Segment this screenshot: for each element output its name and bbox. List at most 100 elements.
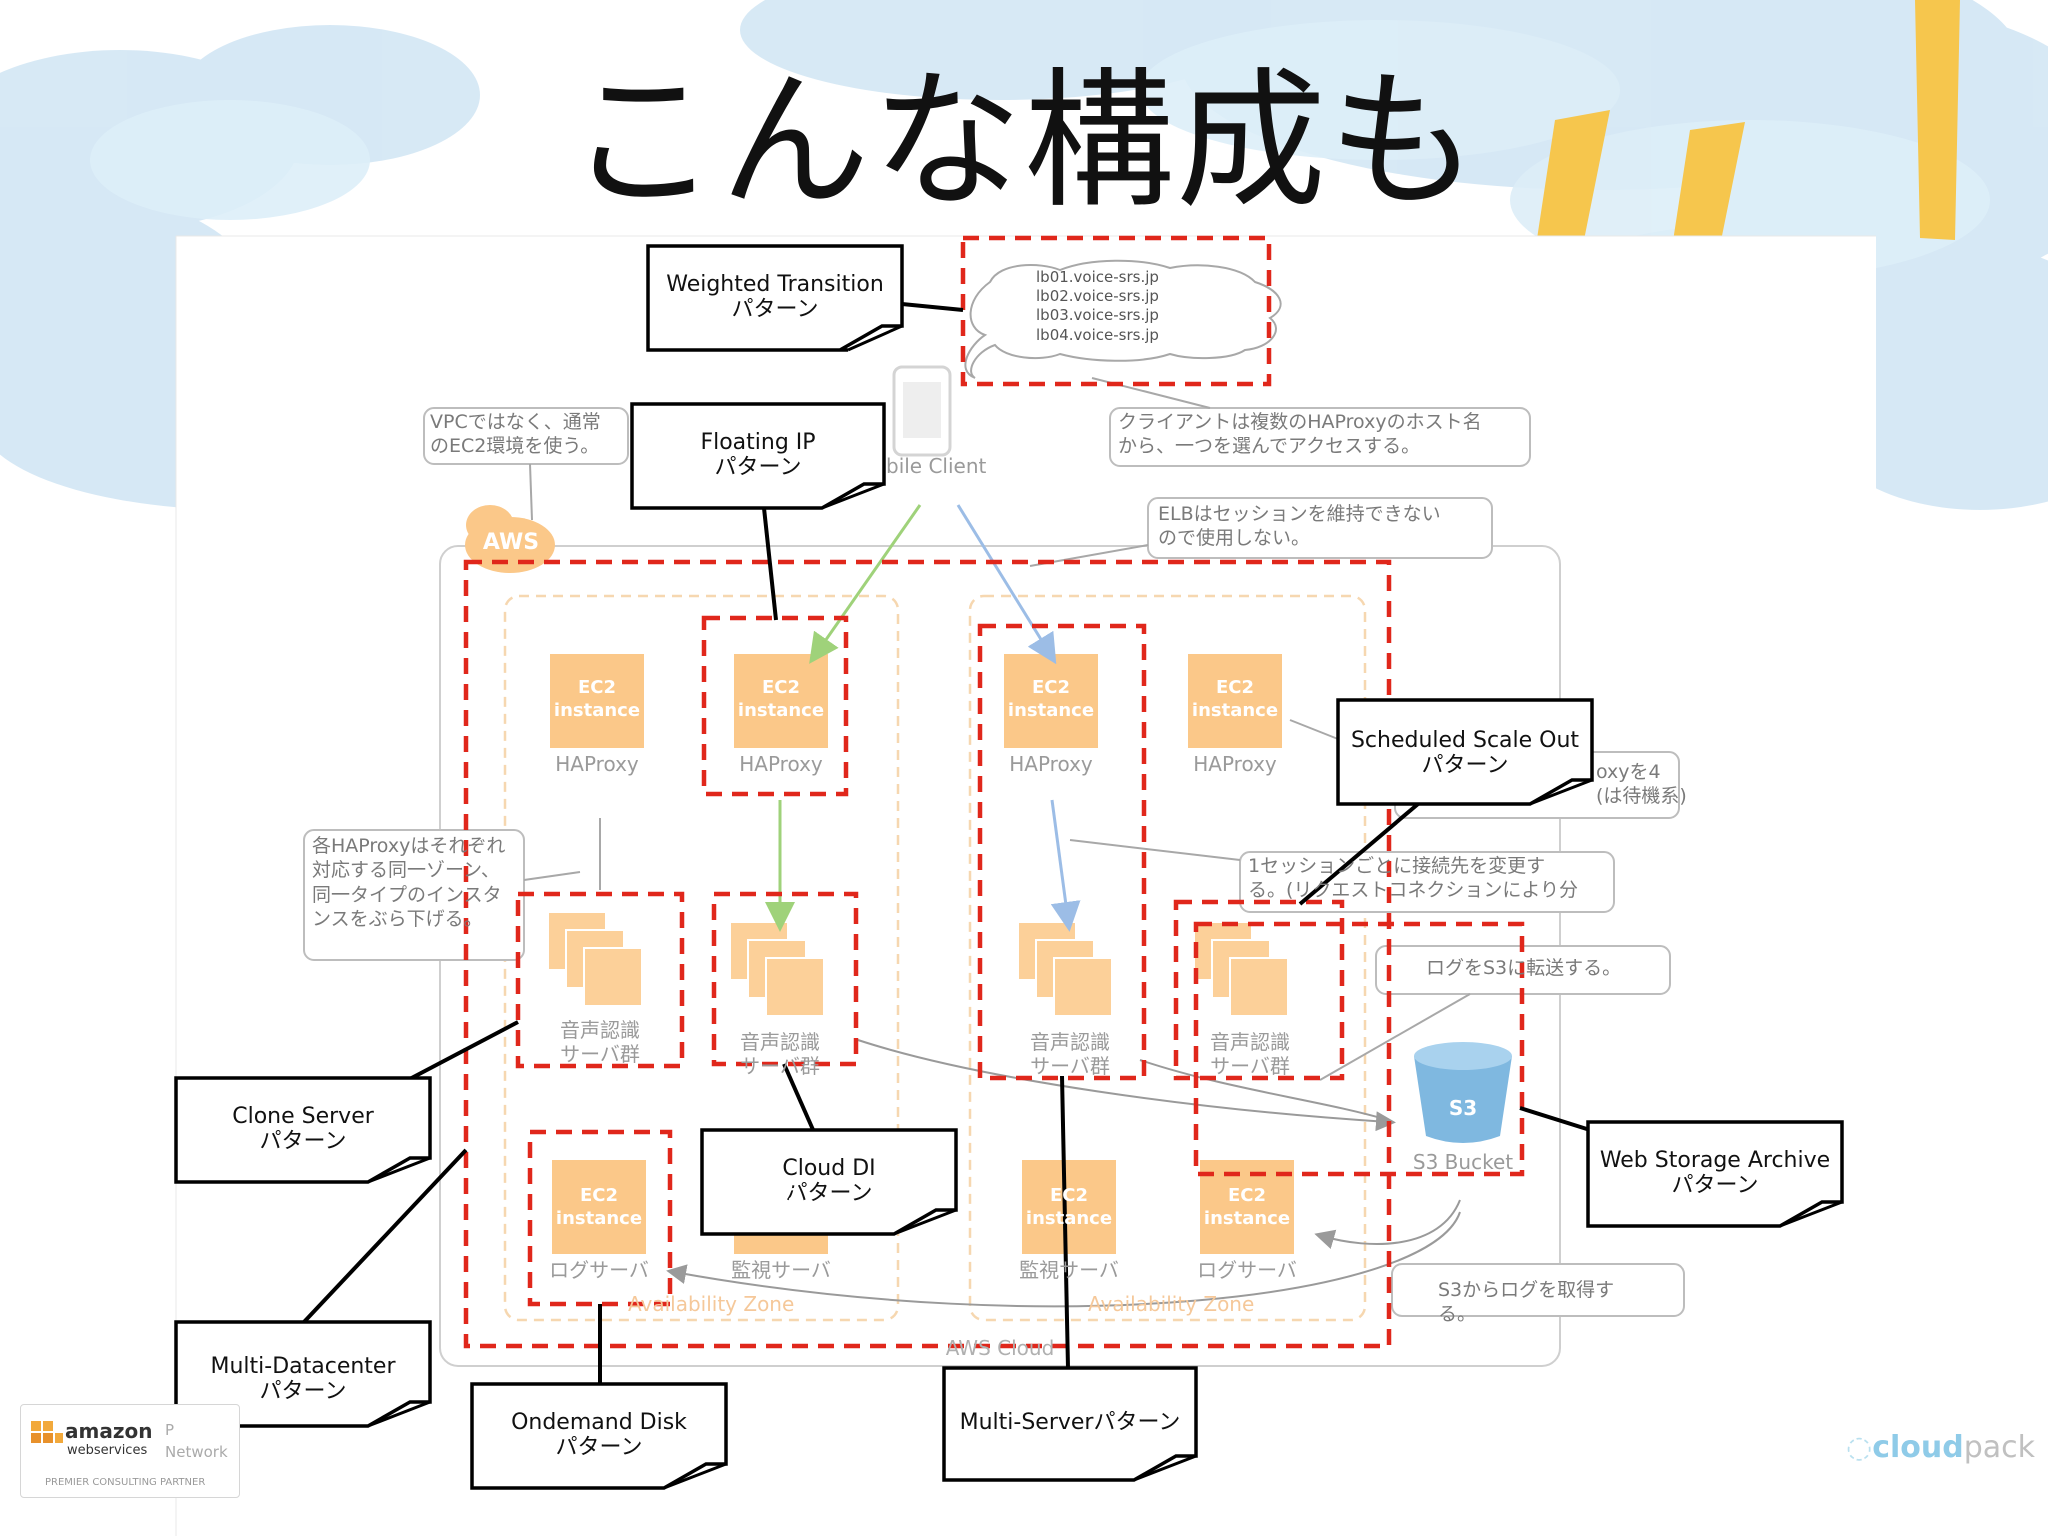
cloudpack-swirl-icon: ◌ xyxy=(1846,1430,1873,1465)
ec2-haproxy-1 xyxy=(550,654,644,748)
cloudpack-logo: ◌cloudpack xyxy=(1846,1430,2035,1465)
voice-cluster-2 xyxy=(729,921,825,1017)
ec2-kind: instance xyxy=(1025,1208,1113,1230)
floating-ip-box xyxy=(701,615,849,797)
web-storage-archive-label: Web Storage Archive パターン xyxy=(1599,1148,1831,1199)
haproxy-label-2: HAProxy xyxy=(739,752,823,776)
webservices-wordmark: webservices xyxy=(67,1443,148,1458)
ec2-type: EC2 xyxy=(1049,1185,1089,1206)
s3-bucket-label: S3 Bucket xyxy=(1412,1150,1514,1174)
amazon-cubes-icon xyxy=(31,1421,63,1443)
clone-server-callout xyxy=(174,1076,432,1184)
ec2-type: EC2 xyxy=(577,677,617,698)
ec2-kind: instance xyxy=(1191,700,1279,722)
ondemand-disk-callout xyxy=(470,1382,728,1490)
elb-note-box xyxy=(1147,497,1493,559)
ec2-kind: instance xyxy=(737,1208,825,1230)
ec2-kind: instance xyxy=(553,700,641,722)
ec2-type: EC2 xyxy=(579,1185,619,1206)
vpc-note: VPCではなく、通常 のEC2環境を使う。 xyxy=(430,411,601,458)
ec2-type: EC2 xyxy=(761,1185,801,1206)
aws-cloud-badge xyxy=(465,505,555,573)
clone-server-box xyxy=(515,891,685,1069)
ec2-haproxy-2 xyxy=(734,654,828,748)
ec2-haproxy-4 xyxy=(1188,654,1282,748)
ec2-type: EC2 xyxy=(761,677,801,698)
host-item: lb02.voice-srs.jp xyxy=(1036,287,1159,306)
s3-icon-label: S3 xyxy=(1448,1096,1478,1120)
ec2-kind: instance xyxy=(555,1208,643,1230)
monitor-server-label-1: 監視サーバ xyxy=(731,1258,831,1282)
floating-ip-label: Floating IP パターン xyxy=(700,430,816,481)
web-storage-archive-callout xyxy=(1586,1120,1844,1228)
ec2-kind: instance xyxy=(1203,1208,1291,1230)
haproxy-four-note: oxyを4 (は待機系) xyxy=(1596,761,1687,808)
monitor-server-label-2: 監視サーバ xyxy=(1019,1258,1119,1282)
multi-datacenter-label: Multi-Datacenter パターン xyxy=(210,1354,396,1405)
host-list: lb01.voice-srs.jp lb02.voice-srs.jp lb03… xyxy=(1036,268,1159,345)
aws-cloud-label: AWS Cloud xyxy=(945,1336,1055,1360)
floating-ip-callout xyxy=(630,402,886,510)
aws-badge-label: AWS xyxy=(482,530,540,555)
haproxy-label-3: HAProxy xyxy=(1009,752,1093,776)
cloud-di-callout xyxy=(700,1128,958,1236)
clone-server-label: Clone Server パターン xyxy=(232,1104,374,1155)
web-storage-archive-box xyxy=(1193,921,1525,1177)
multi-server-box xyxy=(977,623,1147,1081)
multi-server-callout xyxy=(942,1366,1198,1482)
consulting-partner-text: PREMIER CONSULTING PARTNER xyxy=(45,1477,206,1488)
cloudpack-word-b: pack xyxy=(1963,1430,2035,1465)
host-item: lb03.voice-srs.jp xyxy=(1036,306,1159,325)
host-item: lb01.voice-srs.jp xyxy=(1036,268,1159,286)
host-item: lb04.voice-srs.jp xyxy=(1036,325,1159,344)
haproxy-label-4: HAProxy xyxy=(1193,752,1277,776)
s3-fetch-note: S3からログを取得す る。 xyxy=(1438,1279,1615,1326)
voice-cluster-label-4: 音声認識 サーバ群 xyxy=(1210,1030,1290,1078)
weighted-transition-callout xyxy=(646,244,904,352)
client-note: クライアントは複数のHAProxyのホスト名 から、一つを選んでアクセスする。 xyxy=(1118,411,1482,458)
scheduled-scale-out-box xyxy=(1173,899,1345,1081)
scheduled-scale-out-callout xyxy=(1336,698,1594,806)
vpc-note-box xyxy=(423,407,629,465)
session-note: 1セッションごとに接続先を変更す る。(リクエストコネクションにより分 xyxy=(1248,855,1579,902)
log-server-label-1: ログサーバ xyxy=(549,1258,649,1282)
haproxy-label-1: HAProxy xyxy=(555,752,639,776)
ec2-type: EC2 xyxy=(1215,677,1255,698)
availability-zone-label-left: Availability Zone xyxy=(628,1292,795,1316)
multi-server-label: Multi-Serverパターン xyxy=(959,1410,1181,1435)
amazon-partner-logo: amazon webservices P Network PREMIER CON… xyxy=(20,1404,240,1498)
ondemand-disk-label: Ondemand Disk パターン xyxy=(511,1410,687,1461)
availability-zone-right xyxy=(968,594,1367,1322)
voice-cluster-label-3: 音声認識 サーバ群 xyxy=(1030,1030,1110,1078)
voice-cluster-label-1: 音声認識 サーバ群 xyxy=(560,1018,640,1066)
multi-datacenter-box xyxy=(463,559,1392,1349)
ec2-kind: instance xyxy=(737,700,825,722)
s3-bucket-icon xyxy=(1414,1042,1512,1143)
cloudpack-word-a: cloud xyxy=(1872,1430,1964,1465)
host-list-bubble xyxy=(964,259,1282,379)
s3-fetch-note-box xyxy=(1391,1263,1685,1317)
partner-line-1: P xyxy=(165,1421,175,1439)
log-server-label-2: ログサーバ xyxy=(1197,1258,1297,1282)
ec2-type: EC2 xyxy=(1031,677,1071,698)
ec2-haproxy-3 xyxy=(1004,654,1098,748)
session-note-box xyxy=(1239,851,1615,913)
partner-line-2: Network xyxy=(165,1443,228,1461)
mobile-client-label: bile Client xyxy=(886,454,987,478)
availability-zone-label-right: Availability Zone xyxy=(1088,1292,1255,1316)
log-s3-note: ログをS3に転送する。 xyxy=(1426,957,1622,979)
weighted-transition-box xyxy=(960,235,1272,387)
mobile-device xyxy=(892,365,952,457)
scheduled-scale-out-label: Scheduled Scale Out パターン xyxy=(1350,728,1580,779)
